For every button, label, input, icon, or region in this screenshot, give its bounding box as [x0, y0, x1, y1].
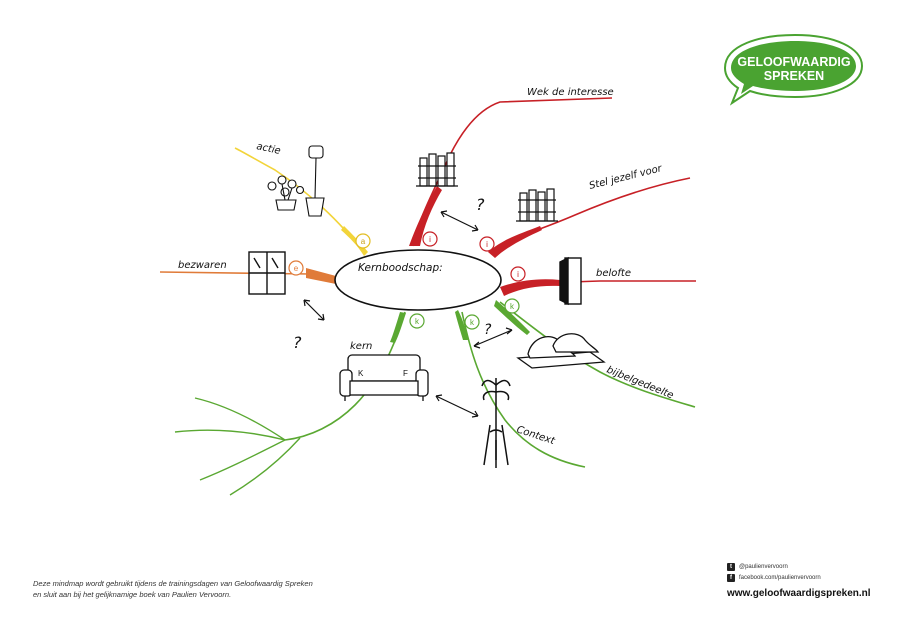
branch-bezwaren: bezwaren [159, 260, 336, 284]
svg-text:k: k [470, 318, 475, 327]
branch-kern: kern [174, 311, 406, 496]
arrow-2 [303, 299, 325, 321]
branch-actie: actie [234, 141, 368, 256]
branch-label-bijbel: bijbelgedeelte [605, 365, 675, 402]
badge-i-belofte: i [510, 266, 526, 282]
svg-text:k: k [510, 302, 515, 311]
svg-text:a: a [361, 237, 366, 246]
branch-stel-jezelf-voor: Stel jezelf voor [488, 163, 691, 258]
sofa-icon: K F [339, 354, 429, 401]
badge-i-stel: i [479, 236, 495, 252]
logo: GELOOFWAARDIG SPREKEN [723, 33, 864, 106]
facebook-link[interactable]: f facebook.com/paulienvervoorn [727, 572, 821, 583]
central-node: Kernboodschap: [334, 249, 502, 311]
logo-line2: SPREKEN [764, 69, 824, 83]
branch-label-context: Context [515, 424, 557, 447]
question-mark-2: ? [293, 333, 302, 352]
svg-text:i: i [517, 270, 519, 279]
facebook-icon: f [727, 573, 735, 582]
logo-line1: GELOOFWAARDIG [737, 55, 850, 69]
flowers-and-spade-icon [267, 145, 325, 217]
footer-note: Deze mindmap wordt gebruikt tijdens de t… [33, 578, 393, 600]
svg-text:e: e [294, 264, 299, 273]
svg-text:F: F [403, 369, 408, 378]
badge-i-wek: i [422, 231, 438, 247]
svg-text:k: k [415, 317, 420, 326]
question-mark-1: ? [476, 195, 485, 214]
branch-label-bezwaren: bezwaren [178, 260, 227, 271]
badge-e-bezwaren: e [288, 260, 304, 276]
twitter-handle: @paulienvervoorn [739, 563, 788, 570]
branch-label-kern: kern [350, 341, 372, 352]
branch-context: Context [455, 310, 586, 468]
branch-belofte: belofte [500, 268, 696, 296]
badge-k-kern: k [409, 313, 425, 329]
branch-label-belofte: belofte [596, 268, 631, 279]
question-mark-3: ? [484, 322, 492, 338]
arrow-1 [440, 210, 479, 232]
central-label: Kernboodschap: [358, 262, 443, 274]
fence-icon-2 [516, 188, 558, 222]
badge-a-actie: a [355, 233, 371, 249]
coat-rack-icon [481, 378, 511, 468]
footer-note-line2: en sluit aan bij het gelijknamige boek v… [33, 590, 232, 599]
svg-text:i: i [429, 235, 431, 244]
badge-k-context: k [464, 314, 480, 330]
svg-text:K: K [358, 369, 364, 378]
social-links: t @paulienvervoorn f facebook.com/paulie… [727, 561, 821, 583]
svg-text:i: i [486, 240, 488, 249]
door-icon [559, 256, 582, 306]
website-link[interactable]: www.geloofwaardigspreken.nl [727, 588, 871, 599]
arrow-3 [473, 327, 513, 349]
shoes-icon [516, 333, 606, 369]
fence-icon [416, 152, 458, 187]
twitter-link[interactable]: t @paulienvervoorn [727, 561, 821, 572]
facebook-url: facebook.com/paulienvervoorn [739, 574, 821, 581]
arrow-4 [435, 394, 479, 418]
twitter-icon: t [727, 562, 735, 571]
branch-label-wek: Wek de interesse [527, 87, 614, 98]
footer-note-line1: Deze mindmap wordt gebruikt tijdens de t… [33, 579, 313, 588]
badge-k-bijbel: k [504, 298, 520, 314]
branch-label-actie: actie [255, 141, 281, 157]
branch-bijbelgedeelte: bijbelgedeelte [494, 300, 696, 408]
window-icon [248, 251, 286, 295]
